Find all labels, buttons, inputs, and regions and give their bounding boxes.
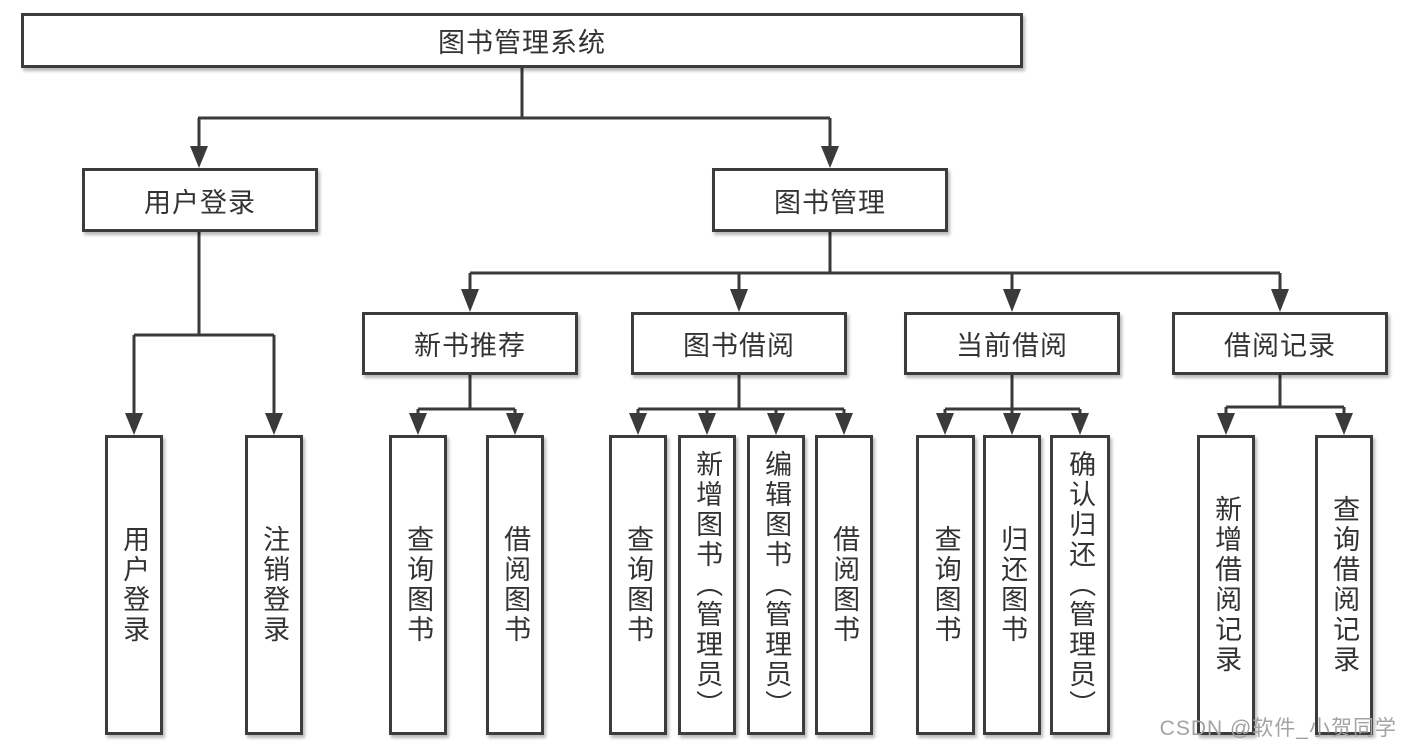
node-label: 查询借阅记录	[1329, 495, 1360, 675]
node-label: 新书推荐	[414, 331, 526, 361]
node-label: 图书管理系统	[438, 28, 606, 58]
connector-root-stub	[197, 68, 832, 148]
node-user-login: 用户登录	[82, 168, 318, 232]
arrowhead	[190, 146, 208, 168]
node-label: 用户登录	[119, 525, 150, 645]
leaf-edit-book-admin: 编辑图书（管理员）	[747, 435, 805, 735]
arrowhead	[821, 146, 839, 168]
leaf-query-book-recommend: 查询图书	[389, 435, 447, 735]
arrowhead	[629, 413, 647, 435]
node-label: 借阅图书	[500, 525, 531, 645]
arrowhead	[1335, 413, 1353, 435]
leaf-query-book-borrow: 查询图书	[609, 435, 667, 735]
connector-user-login	[132, 232, 276, 414]
node-label: 图书管理	[774, 187, 886, 218]
watermark: CSDN @软件_小贺同学	[1159, 717, 1397, 740]
arrowhead	[936, 413, 954, 435]
node-label: 当前借阅	[956, 331, 1068, 361]
node-label: 新增借阅记录	[1211, 495, 1242, 675]
node-label: 查询图书	[623, 525, 654, 645]
node-book-management: 图书管理	[712, 168, 948, 232]
leaf-borrow-book-recommend: 借阅图书	[486, 435, 544, 735]
arrowhead	[125, 413, 143, 435]
node-label: 新增图书（管理员）	[692, 450, 723, 720]
arrowhead	[1003, 413, 1021, 435]
arrowhead	[409, 413, 427, 435]
arrowhead	[265, 413, 283, 435]
leaf-logout: 注销登录	[245, 435, 303, 735]
arrowhead	[1003, 289, 1021, 312]
leaf-query-borrow-record: 查询借阅记录	[1315, 435, 1373, 735]
connector-current-borrow	[943, 375, 1082, 417]
node-current-borrow: 当前借阅	[904, 312, 1120, 375]
node-label: 查询图书	[930, 525, 961, 645]
connector-new-book-recommend	[416, 375, 517, 417]
leaf-confirm-return-admin: 确认归还（管理员）	[1050, 435, 1110, 735]
node-new-book-recommend: 新书推荐	[362, 312, 578, 375]
node-borrow-records: 借阅记录	[1172, 312, 1388, 375]
leaf-add-borrow-record: 新增借阅记录	[1197, 435, 1255, 735]
connector-book-borrow	[636, 375, 846, 417]
connector-book-management	[468, 232, 1282, 291]
arrowhead	[698, 413, 716, 435]
node-label: 归还图书	[997, 525, 1028, 645]
node-book-borrow: 图书借阅	[631, 312, 847, 375]
arrowhead	[1271, 289, 1289, 312]
leaf-user-login: 用户登录	[105, 435, 163, 735]
leaf-query-book-current: 查询图书	[916, 435, 975, 735]
node-label: 用户登录	[144, 187, 256, 218]
connector-borrow-records	[1224, 375, 1346, 417]
arrowhead	[767, 413, 785, 435]
node-label: 借阅记录	[1224, 331, 1336, 361]
node-label: 查询图书	[403, 525, 434, 645]
arrowhead	[461, 289, 479, 312]
arrowhead	[506, 413, 524, 435]
node-label: 图书借阅	[683, 331, 795, 361]
node-label: 借阅图书	[829, 525, 860, 645]
leaf-add-book-admin: 新增图书（管理员）	[678, 435, 736, 735]
arrowhead	[1071, 413, 1089, 435]
leaf-return-book: 归还图书	[983, 435, 1041, 735]
arrowhead	[730, 289, 748, 312]
node-label: 注销登录	[259, 525, 290, 645]
node-label: 确认归还（管理员）	[1065, 450, 1096, 720]
node-root: 图书管理系统	[21, 13, 1023, 68]
arrowhead	[1217, 413, 1235, 435]
node-label: 编辑图书（管理员）	[761, 450, 792, 720]
arrowhead	[835, 413, 853, 435]
leaf-borrow-book: 借阅图书	[815, 435, 873, 735]
